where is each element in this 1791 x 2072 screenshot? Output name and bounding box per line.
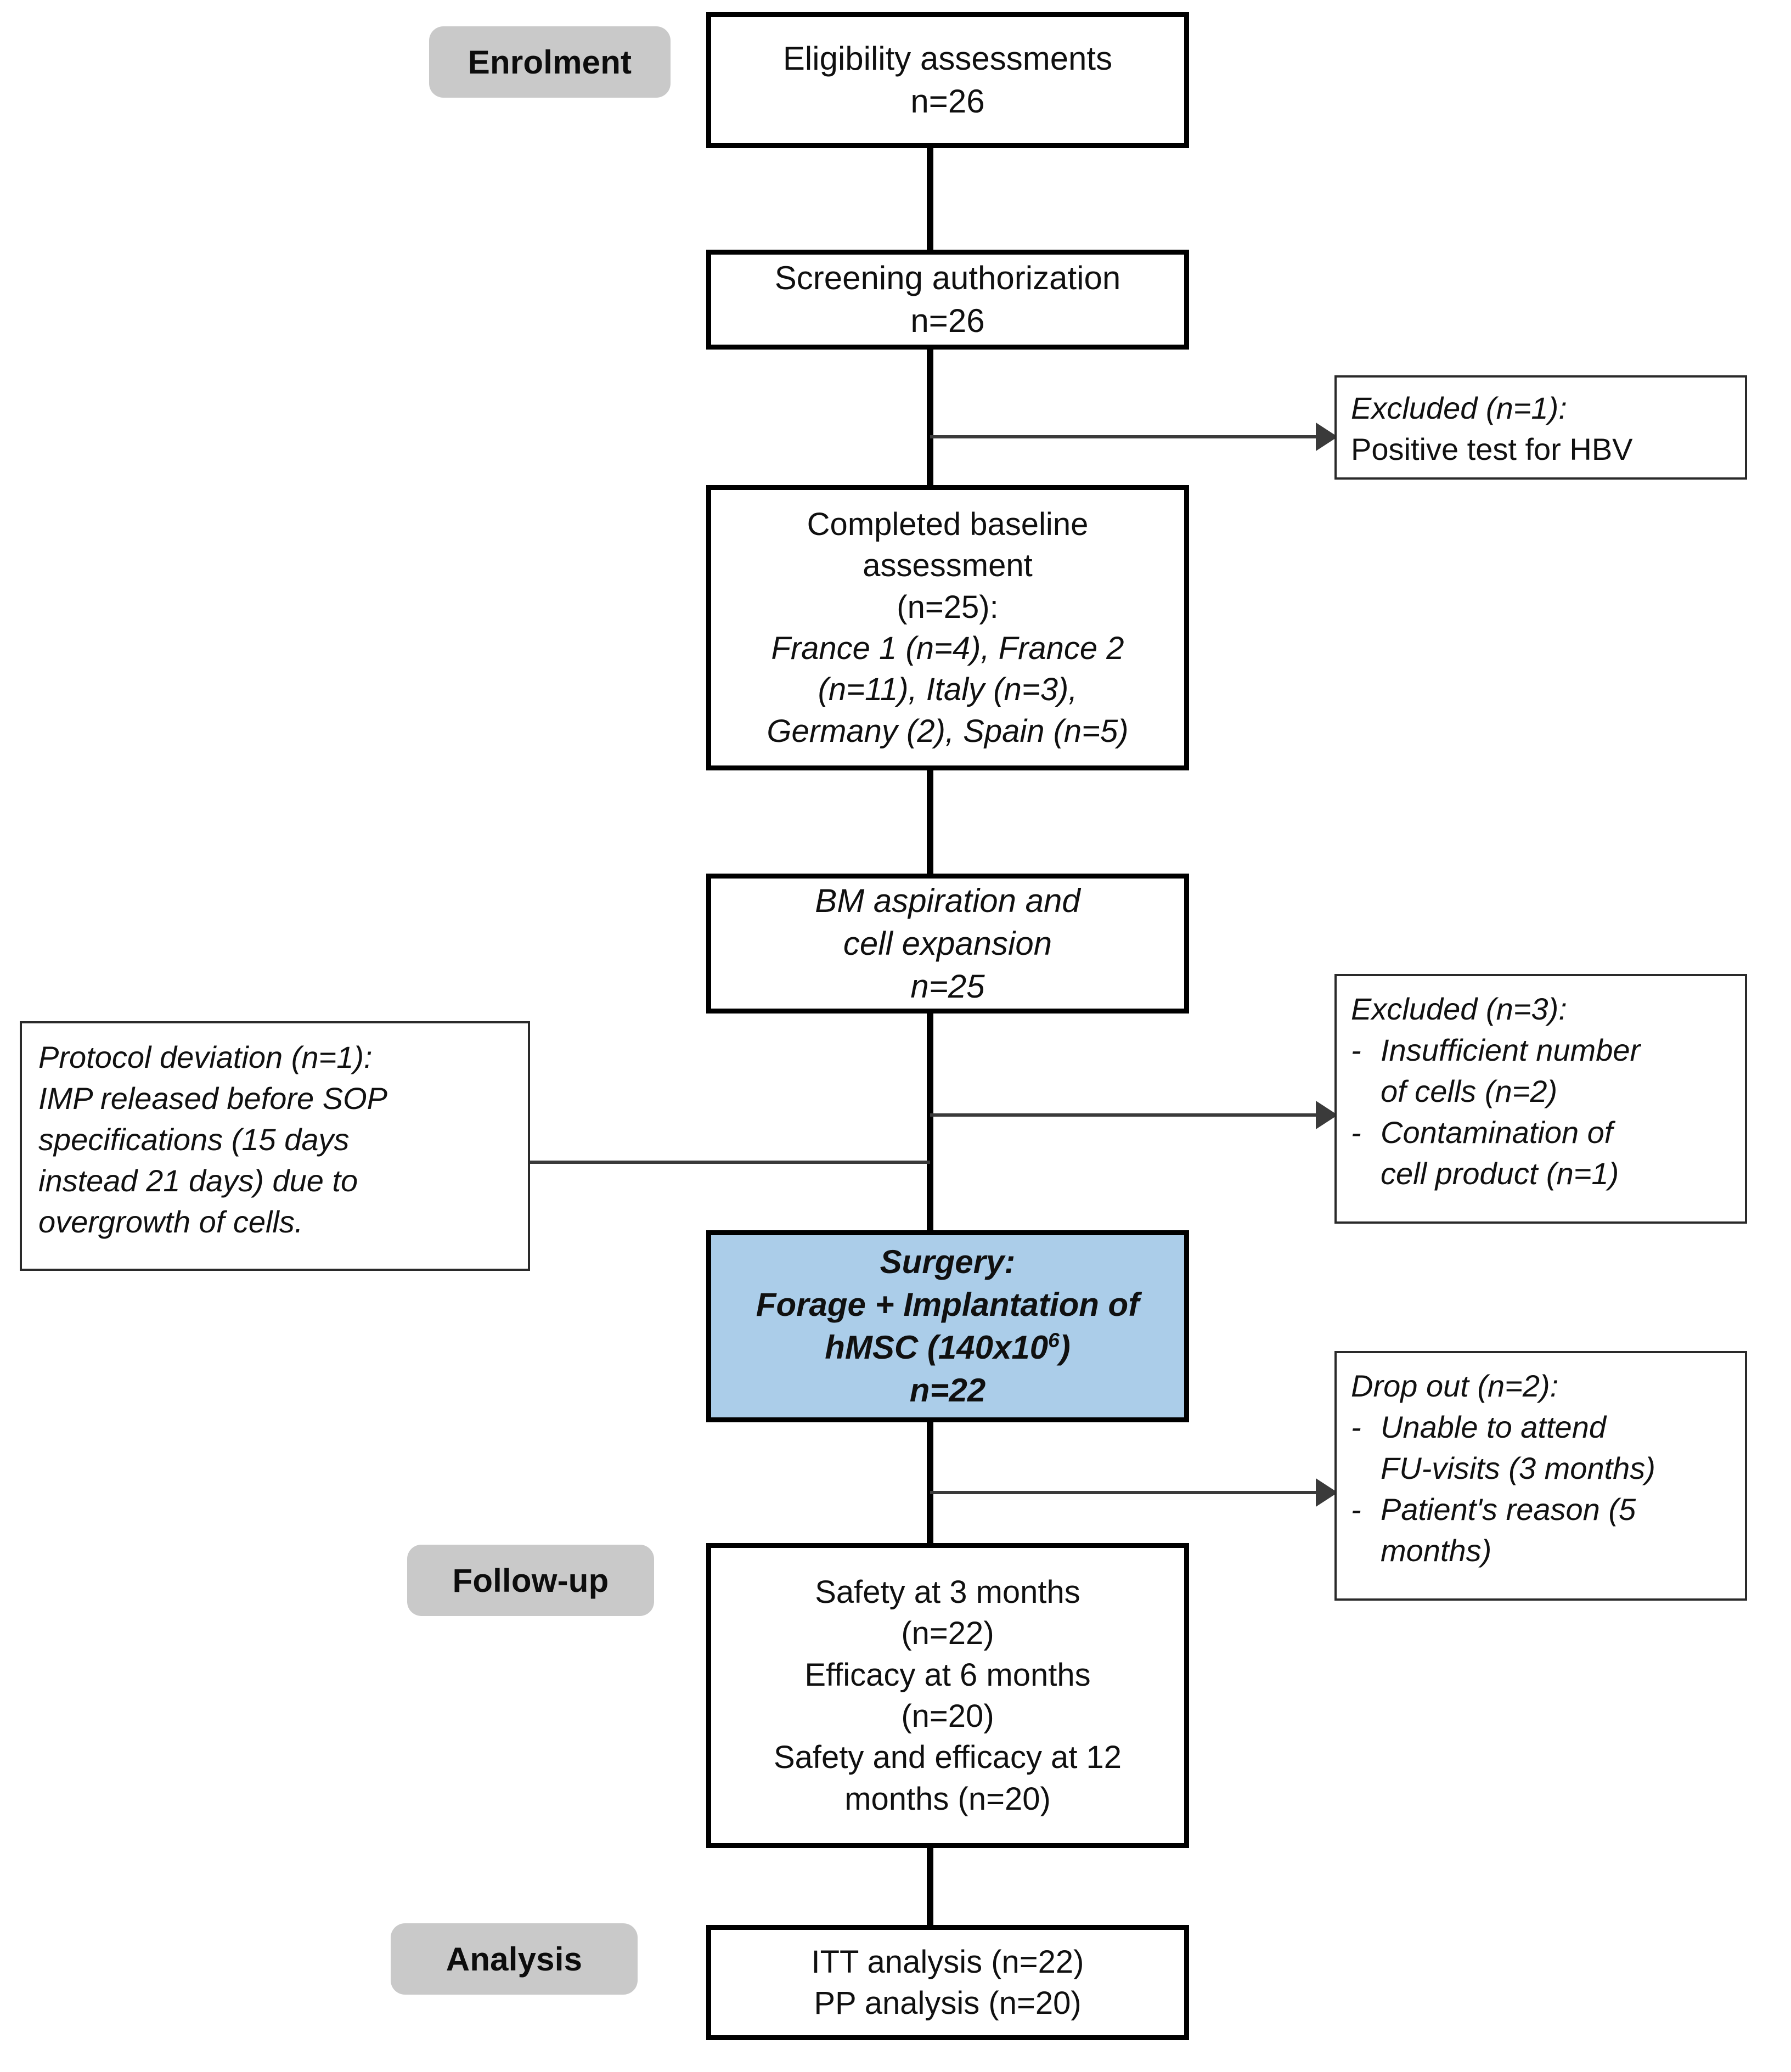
node-surgery-line-1: Surgery: xyxy=(880,1243,1016,1280)
bullet-2-line-1: Contamination of xyxy=(1381,1115,1613,1150)
node-surgery-implantation: Surgery: Forage + Implantation of hMSC (… xyxy=(706,1230,1189,1422)
bullet-1-line-1: Insufficient number xyxy=(1381,1033,1641,1068)
node-surgery-line-4: n=22 xyxy=(909,1372,986,1409)
connector-eligibility-to-screening xyxy=(927,145,933,252)
stage-badge-follow-up-label: Follow-up xyxy=(452,1562,609,1599)
node-analysis-sets: ITT analysis (n=22) PP analysis (n=20) xyxy=(706,1925,1189,2040)
stage-badge-analysis-label: Analysis xyxy=(446,1940,583,1978)
sidebox-protocol-deviation-line-1: Protocol deviation (n=1): xyxy=(38,1040,373,1074)
sidebox-protocol-deviation: Protocol deviation (n=1): IMP released b… xyxy=(20,1021,530,1271)
connector-baseline-to-bm xyxy=(927,768,933,878)
node-eligibility-line-2: n=26 xyxy=(910,83,985,120)
sidebox-excluded-cells-bullet-2: - Contamination of cell product (n=1) xyxy=(1351,1112,1731,1194)
sidebox-drop-out-bullet-1: - Unable to attend FU-visits (3 months) xyxy=(1351,1406,1731,1489)
sidebox-excluded-cells-heading: Excluded (n=3): xyxy=(1351,992,1567,1026)
node-surgery-line-3-exponent: 6 xyxy=(1048,1328,1060,1352)
node-eligibility-line-1: Eligibility assessments xyxy=(782,40,1113,77)
node-screening-line-2: n=26 xyxy=(910,302,985,339)
connector-bm-to-surgery xyxy=(927,1010,933,1235)
node-analysis-line-2: PP analysis (n=20) xyxy=(814,1985,1082,2021)
connector-followup-to-analysis xyxy=(927,1844,933,1929)
sidebox-drop-out-bullet-2: - Patient's reason (5 months) xyxy=(1351,1489,1731,1571)
connector-to-excluded-hbv xyxy=(930,435,1317,438)
bullet-1-line-2: of cells (n=2) xyxy=(1381,1074,1558,1109)
node-surgery-line-3: hMSC (140x106) xyxy=(711,1326,1184,1369)
bullet-2-line-2: months) xyxy=(1381,1533,1492,1568)
sidebox-excluded-hbv-heading: Excluded (n=1): xyxy=(1351,391,1567,425)
node-surgery-line-2: Forage + Implantation of xyxy=(756,1286,1140,1323)
sidebox-drop-out-heading: Drop out (n=2): xyxy=(1351,1369,1559,1403)
stage-badge-enrolment: Enrolment xyxy=(429,26,671,98)
node-followup-line-2: (n=22) xyxy=(901,1615,994,1652)
connector-to-drop-out xyxy=(930,1491,1317,1494)
node-baseline-sites-line-3: Germany (2), Spain (n=5) xyxy=(767,713,1129,749)
sidebox-excluded-cell-reasons: Excluded (n=3): - Insufficient number of… xyxy=(1334,974,1747,1224)
node-bm-line-3: n=25 xyxy=(910,967,985,1005)
arrowhead-to-excluded-cells xyxy=(1316,1101,1338,1129)
node-analysis-line-1: ITT analysis (n=22) xyxy=(811,1944,1084,1980)
node-followup-line-4: (n=20) xyxy=(901,1698,994,1734)
connector-to-protocol-deviation xyxy=(250,1161,930,1164)
stage-badge-analysis: Analysis xyxy=(391,1923,638,1995)
node-completed-baseline-assessment: Completed baseline assessment (n=25): Fr… xyxy=(706,485,1189,770)
bullet-text: Patient's reason (5 months) xyxy=(1381,1489,1731,1571)
node-screening-authorization: Screening authorization n=26 xyxy=(706,250,1189,350)
bullet-text: Contamination of cell product (n=1) xyxy=(1381,1112,1731,1194)
node-baseline-line-1: Completed baseline xyxy=(807,506,1089,542)
node-eligibility-assessments: Eligibility assessments n=26 xyxy=(706,12,1189,148)
bullet-2-line-1: Patient's reason (5 xyxy=(1381,1492,1636,1527)
bullet-text: Unable to attend FU-visits (3 months) xyxy=(1381,1406,1731,1489)
node-bm-aspiration-cell-expansion: BM aspiration and cell expansion n=25 xyxy=(706,874,1189,1014)
node-surgery-line-3-prefix: hMSC (140x10 xyxy=(825,1329,1049,1366)
node-bm-line-1: BM aspiration and xyxy=(815,882,1080,919)
bullet-marker: - xyxy=(1351,1410,1361,1445)
node-baseline-sites-line-1: France 1 (n=4), France 2 xyxy=(771,630,1124,666)
node-follow-up-outcomes: Safety at 3 months (n=22) Efficacy at 6 … xyxy=(706,1543,1189,1848)
connector-screening-to-baseline xyxy=(927,346,933,488)
node-followup-line-6: months (n=20) xyxy=(844,1781,1051,1817)
bullet-1-line-1: Unable to attend xyxy=(1381,1410,1606,1445)
stage-badge-enrolment-label: Enrolment xyxy=(468,43,632,81)
node-surgery-line-3-suffix: ) xyxy=(1059,1329,1071,1366)
node-followup-line-1: Safety at 3 months xyxy=(815,1574,1080,1610)
connector-to-excluded-cells xyxy=(930,1113,1317,1117)
sidebox-drop-out: Drop out (n=2): - Unable to attend FU-vi… xyxy=(1334,1351,1747,1601)
connector-surgery-to-followup xyxy=(927,1421,933,1547)
sidebox-protocol-deviation-line-3: specifications (15 days xyxy=(38,1122,350,1157)
node-baseline-sites-line-2: (n=11), Italy (n=3), xyxy=(818,672,1078,708)
node-followup-line-5: Safety and efficacy at 12 xyxy=(773,1739,1122,1776)
sidebox-excluded-hbv-reason: Positive test for HBV xyxy=(1351,432,1633,467)
bullet-2-line-2: cell product (n=1) xyxy=(1381,1156,1619,1191)
bullet-1-line-2: FU-visits (3 months) xyxy=(1381,1451,1655,1486)
stage-badge-follow-up: Follow-up xyxy=(407,1545,654,1616)
sidebox-protocol-deviation-line-2: IMP released before SOP xyxy=(38,1081,388,1116)
node-baseline-line-2: assessment xyxy=(863,548,1033,584)
sidebox-protocol-deviation-line-5: overgrowth of cells. xyxy=(38,1204,303,1240)
sidebox-excluded-hbv: Excluded (n=1): Positive test for HBV xyxy=(1334,375,1747,480)
bullet-marker: - xyxy=(1351,1492,1361,1527)
node-baseline-line-3: (n=25): xyxy=(897,589,999,625)
bullet-marker: - xyxy=(1351,1033,1361,1068)
arrowhead-to-excluded-hbv xyxy=(1316,423,1338,451)
node-screening-line-1: Screening authorization xyxy=(774,260,1121,296)
sidebox-protocol-deviation-line-4: instead 21 days) due to xyxy=(38,1163,358,1198)
bullet-marker: - xyxy=(1351,1115,1361,1150)
sidebox-excluded-cells-bullet-1: - Insufficient number of cells (n=2) xyxy=(1351,1029,1731,1112)
node-bm-line-2: cell expansion xyxy=(843,925,1052,962)
node-followup-line-3: Efficacy at 6 months xyxy=(804,1657,1091,1693)
bullet-text: Insufficient number of cells (n=2) xyxy=(1381,1029,1731,1112)
arrowhead-to-drop-out xyxy=(1316,1478,1338,1507)
